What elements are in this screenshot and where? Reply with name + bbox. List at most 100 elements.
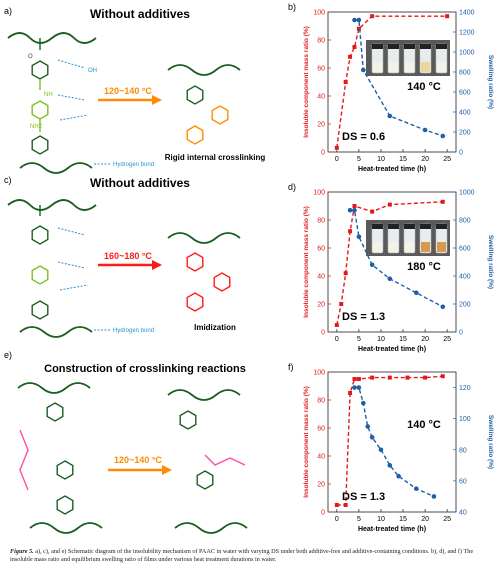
vial-cap — [404, 44, 415, 49]
panel-e-letter: e) — [4, 350, 12, 360]
swelling-ratio-point — [352, 385, 357, 390]
swelling-ratio-point — [440, 304, 446, 310]
x-tick-label: 0 — [335, 156, 339, 163]
y2-tick-label: 600 — [459, 246, 471, 253]
panel-a-letter: a) — [4, 6, 12, 16]
condition-c: 160~180 °C — [104, 251, 152, 261]
ds-label: DS = 0.6 — [342, 131, 385, 143]
x-tick-label: 5 — [357, 156, 361, 163]
mass-ratio-point — [352, 45, 357, 49]
panel-c-title: Without additives — [90, 176, 190, 190]
figure-caption: Figure 5. a), c), and e) Schematic diagr… — [10, 548, 492, 564]
swelling-ratio-point — [352, 17, 357, 23]
plot-frame — [327, 11, 457, 153]
y-tick-label: 100 — [313, 370, 325, 377]
x-tick-label: 10 — [377, 516, 385, 523]
y-axis-label: Insoluble component mass ratio (%) — [303, 26, 310, 138]
mass-ratio-point — [334, 503, 339, 507]
ds-label: DS = 1.3 — [342, 491, 385, 503]
temperature-label: 140 °C — [407, 419, 441, 431]
mass-ratio-point — [352, 204, 357, 208]
y-tick-label: 80 — [317, 38, 325, 45]
swelling-ratio-point — [387, 463, 393, 468]
y2-tick-label: 80 — [459, 447, 467, 454]
product-backbone-c — [167, 232, 241, 244]
y-tick-label: 60 — [317, 66, 325, 73]
vial-cap — [388, 224, 399, 229]
swelling-ratio-line — [354, 19, 444, 137]
y-tick-label: 80 — [317, 398, 325, 405]
backbone-bottom-e — [29, 522, 103, 534]
mass-ratio-point — [445, 14, 450, 19]
x-axis-label: Heat-treated time (h) — [358, 166, 426, 173]
y2-tick-label: 100 — [459, 416, 471, 423]
mass-ratio-point — [339, 302, 344, 306]
panel-e: e) Construction of crosslinking reaction… — [4, 350, 248, 534]
atom-o: O — [28, 54, 33, 60]
y2-tick-label: 400 — [459, 110, 471, 117]
mass-ratio-point — [348, 54, 353, 59]
vial-liquid — [421, 62, 430, 72]
mass-ratio-point — [387, 202, 392, 207]
y2-tick-label: 800 — [459, 218, 471, 225]
backbone-top-c — [7, 199, 97, 211]
mass-ratio-point — [343, 503, 348, 507]
panel-a-title: Without additives — [90, 7, 190, 21]
vial-cap — [388, 44, 399, 49]
y-tick-label: 40 — [317, 454, 325, 461]
panel-c-letter: c) — [4, 175, 12, 185]
swelling-ratio-point — [387, 276, 393, 282]
y2-tick-label: 120 — [459, 385, 471, 392]
hbond-legend-label: Hydrogen bond — [113, 162, 154, 168]
mass-ratio-point — [343, 80, 348, 84]
mass-ratio-point — [423, 375, 428, 380]
vial-liquid — [437, 62, 446, 72]
y2-tick-label: 60 — [459, 478, 467, 485]
monomer-c-left — [31, 205, 49, 320]
x-tick-label: 25 — [443, 516, 451, 523]
vial-cap — [420, 224, 431, 229]
hydrogen-bonds-c — [57, 227, 89, 291]
panel-c: c) Without additives Hydrogen bond 160~1… — [4, 175, 241, 338]
product-backbone-bottom-e — [174, 522, 248, 534]
y-tick-label: 60 — [317, 246, 325, 253]
y-axis-label: Insoluble component mass ratio (%) — [303, 206, 310, 318]
swelling-ratio-point — [387, 113, 393, 119]
y2-tick-label: 1200 — [459, 30, 475, 37]
x-tick-label: 15 — [399, 336, 407, 343]
panel-e-title: Construction of crosslinking reactions — [44, 363, 246, 375]
x-axis-label: Heat-treated time (h) — [358, 526, 426, 533]
vial-cap — [436, 44, 447, 49]
mass-ratio-line — [336, 375, 443, 506]
y2-tick-label: 1400 — [459, 10, 475, 17]
y-tick-label: 0 — [321, 330, 325, 337]
vial-liquid — [405, 242, 414, 252]
y2-tick-label: 800 — [459, 70, 471, 77]
y2-tick-label: 1000 — [459, 190, 475, 197]
vial-liquid — [373, 62, 382, 72]
y-tick-label: 60 — [317, 426, 325, 433]
x-tick-label: 15 — [399, 156, 407, 163]
vial-liquid — [437, 242, 446, 252]
swelling-ratio-point — [431, 494, 437, 499]
x-tick-label: 20 — [421, 336, 429, 343]
mass-ratio-point — [356, 377, 361, 381]
product-backbone-e — [167, 389, 241, 401]
mass-ratio-point — [370, 375, 375, 380]
x-tick-label: 10 — [377, 336, 385, 343]
y-tick-label: 100 — [313, 10, 325, 17]
temperature-label: 180 °C — [407, 261, 441, 273]
vial-cap — [436, 224, 447, 229]
x-axis-label: Heat-treated time (h) — [358, 346, 426, 353]
x-tick-label: 20 — [421, 156, 429, 163]
product-backbone-a — [167, 64, 241, 76]
mass-ratio-point — [348, 229, 353, 234]
swelling-ratio-point — [413, 290, 419, 296]
y2-tick-label: 600 — [459, 90, 471, 97]
vial-liquid — [389, 62, 398, 72]
caption-lead: Figure 5. — [10, 548, 34, 555]
y-tick-label: 20 — [317, 302, 325, 309]
y2-tick-label: 0 — [459, 330, 463, 337]
y-tick-label: 40 — [317, 274, 325, 281]
